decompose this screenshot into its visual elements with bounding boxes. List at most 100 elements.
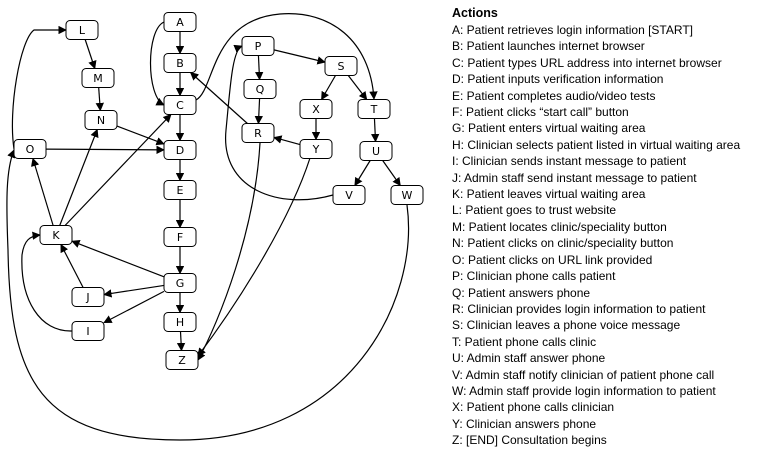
node-label: D xyxy=(176,144,184,157)
edge-w-to-o xyxy=(6,149,410,441)
edge-a-to-c xyxy=(150,21,165,106)
node-label: C xyxy=(176,99,184,112)
node-label: G xyxy=(176,277,185,290)
legend-item: M: Patient locates clinic/speciality but… xyxy=(452,219,667,234)
node-label: Z xyxy=(178,354,186,367)
legend-item: V: Admin staff notify clinician of patie… xyxy=(452,367,715,382)
legend-item: W: Admin staff provide login information… xyxy=(452,383,716,398)
node-box xyxy=(241,36,275,56)
edge-c-to-t xyxy=(195,13,378,101)
edge-u-to-v xyxy=(354,160,371,187)
edge-k-to-c xyxy=(64,113,172,226)
node-label: Y xyxy=(312,143,320,156)
node-box xyxy=(357,99,391,119)
edge-y-to-r xyxy=(273,135,301,146)
node-box xyxy=(81,68,115,88)
node-w: W xyxy=(390,185,424,205)
node-box xyxy=(39,225,73,245)
legend-item: G: Patient enters virtual waiting area xyxy=(452,121,646,136)
actions-legend: Actions A: Patient retrieves login infor… xyxy=(452,4,778,449)
node-label: N xyxy=(97,114,105,127)
node-m: M xyxy=(81,68,115,88)
node-n: N xyxy=(84,110,118,130)
legend-item: L: Patient goes to trust website xyxy=(452,203,617,218)
node-v: V xyxy=(332,185,366,205)
legend-item: I: Clinician sends instant message to pa… xyxy=(452,154,687,169)
node-label: I xyxy=(86,325,89,338)
node-label: X xyxy=(312,103,320,116)
legend-item: Z: [END] Consultation begins xyxy=(452,433,607,448)
node-label: O xyxy=(26,143,35,156)
legend-item: F: Patient clicks “start call” button xyxy=(452,105,629,120)
edge-v-to-p xyxy=(225,44,334,201)
edge-q-to-r xyxy=(254,98,263,125)
node-box xyxy=(71,321,105,341)
node-label: W xyxy=(402,189,413,202)
edge-g-to-j xyxy=(103,284,165,298)
node-b: B xyxy=(163,53,197,73)
legend-item: Y: Clinician answers phone xyxy=(452,416,597,431)
node-u: U xyxy=(359,141,393,161)
legend-title: Actions xyxy=(452,6,498,20)
node-j: J xyxy=(71,287,105,307)
node-c: C xyxy=(163,95,197,115)
node-box xyxy=(13,139,47,159)
node-box xyxy=(332,185,366,205)
node-label: K xyxy=(52,229,60,242)
node-i: I xyxy=(71,321,105,341)
node-box xyxy=(243,79,277,99)
edge-k-to-o xyxy=(31,157,54,226)
edge-r-to-z xyxy=(197,142,261,361)
edge-y-to-z xyxy=(197,157,311,357)
legend-item: B: Patient launches internet browser xyxy=(452,39,645,54)
legend-list: A: Patient retrieves login information [… xyxy=(452,22,778,449)
node-e: E xyxy=(163,180,197,200)
node-label: H xyxy=(176,316,184,329)
edge-k-to-n xyxy=(59,128,99,226)
edge-p-to-q xyxy=(255,55,264,81)
node-y: Y xyxy=(299,139,333,159)
node-label: Q xyxy=(256,83,265,96)
edge-u-to-w xyxy=(382,160,401,187)
node-label: U xyxy=(372,145,380,158)
edge-s-to-x xyxy=(321,75,336,101)
edge-n-to-d xyxy=(116,125,165,146)
node-label: P xyxy=(255,40,262,53)
node-label: L xyxy=(79,24,86,37)
node-label: M xyxy=(93,72,103,85)
legend-item: S: Clinician leaves a phone voice messag… xyxy=(452,318,681,333)
node-t: T xyxy=(357,99,391,119)
node-z: Z xyxy=(165,350,199,370)
node-box xyxy=(163,180,197,200)
node-g: G xyxy=(163,273,197,293)
legend-item: A: Patient retrieves login information [… xyxy=(452,23,693,37)
node-box xyxy=(163,12,197,32)
node-k: K xyxy=(39,225,73,245)
edge-t-to-u xyxy=(370,118,380,143)
node-label: V xyxy=(345,189,353,202)
legend-item: J: Admin staff send instant message to p… xyxy=(452,170,697,185)
legend-item: N: Patient clicks on clinic/speciality b… xyxy=(452,236,674,251)
node-box xyxy=(359,141,393,161)
node-box xyxy=(163,140,197,160)
node-label: A xyxy=(176,16,184,29)
node-o: O xyxy=(13,139,47,159)
node-label: F xyxy=(177,231,183,244)
node-f: F xyxy=(163,227,197,247)
node-label: E xyxy=(177,184,184,197)
legend-item: X: Patient phone calls clinician xyxy=(452,400,615,415)
edge-g-to-i xyxy=(103,290,165,324)
node-label: S xyxy=(338,60,345,73)
node-box xyxy=(84,110,118,130)
edge-o-to-d xyxy=(45,145,165,155)
node-label: B xyxy=(176,57,184,70)
node-h: H xyxy=(163,312,197,332)
node-a: A xyxy=(163,12,197,32)
edge-l-to-m xyxy=(84,39,97,70)
legend-item: R: Clinician provides login information … xyxy=(452,301,706,316)
node-l: L xyxy=(65,20,99,40)
edge-s-to-t xyxy=(347,75,368,101)
legend-item: T: Patient phone calls clinic xyxy=(452,334,597,349)
legend-item: C: Patient types URL address into intern… xyxy=(452,55,722,70)
